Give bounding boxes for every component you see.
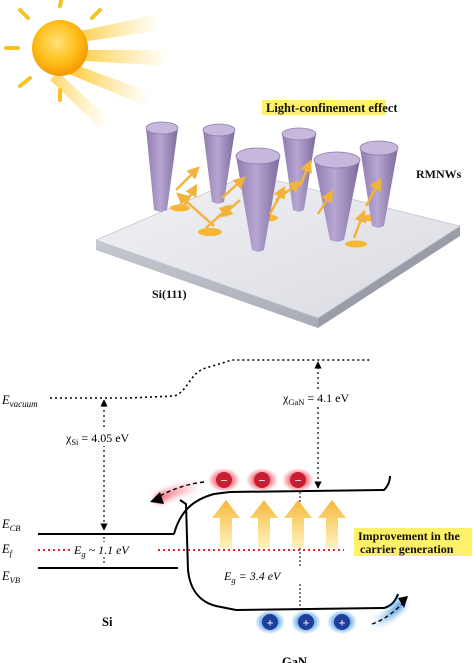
svg-text:+: + [267, 616, 274, 630]
gan-label: GaN [282, 655, 307, 663]
improvement-highlight [354, 528, 472, 556]
electron: − [254, 472, 270, 488]
e-cb-label: ECB [1, 517, 21, 533]
electron-drift-arrow [150, 481, 205, 505]
hole-drift-arrow [370, 596, 408, 629]
svg-text:−: − [295, 474, 302, 488]
substrate-label: Si(111) [152, 287, 187, 301]
improvement-label-line1: Improvement in the [358, 529, 460, 543]
hole: + [334, 614, 350, 630]
svg-text:−: − [259, 474, 266, 488]
svg-text:+: + [339, 616, 346, 630]
nanowire [313, 151, 361, 242]
electron: − [216, 472, 232, 488]
e-vb-label: EVB [1, 569, 20, 585]
hole-group: + + + [255, 610, 357, 634]
si-label: Si [102, 615, 113, 629]
gan-valence-band [179, 499, 399, 612]
eg-si-label: Eg ~ 1.1 eV [73, 543, 130, 559]
e-vacuum-label: Evacuum [1, 393, 38, 409]
hole: + [262, 614, 278, 630]
eg-gan-label: Eg = 3.4 eV [223, 569, 282, 585]
callout-highlight [262, 100, 386, 115]
scattered-light-arrows [175, 159, 382, 239]
nanowire [202, 123, 236, 204]
hole: + [298, 614, 314, 630]
callout-label: Light-confinement effect [266, 101, 398, 115]
nanowire [235, 147, 281, 252]
sun-rays [50, 14, 170, 128]
e-f-label: Ef [1, 542, 14, 558]
electron: − [290, 472, 306, 488]
chi-gan-label: χGaN = 4.1 eV [282, 391, 349, 407]
improvement-label-line2: carrier generation [360, 542, 454, 556]
svg-text:+: + [303, 616, 310, 630]
electron-group: − − − [208, 468, 314, 492]
sun-group [4, 0, 170, 128]
chi-si-label: χSi = 4.05 eV [65, 431, 130, 447]
sun-icon [32, 20, 88, 76]
nanowire [145, 121, 179, 212]
svg-text:−: − [221, 474, 228, 488]
vacuum-level-line [50, 359, 370, 399]
nanowire-label: RMNWs [416, 167, 462, 181]
gan-conduction-band [173, 475, 391, 535]
photogeneration-arrows [212, 500, 346, 548]
